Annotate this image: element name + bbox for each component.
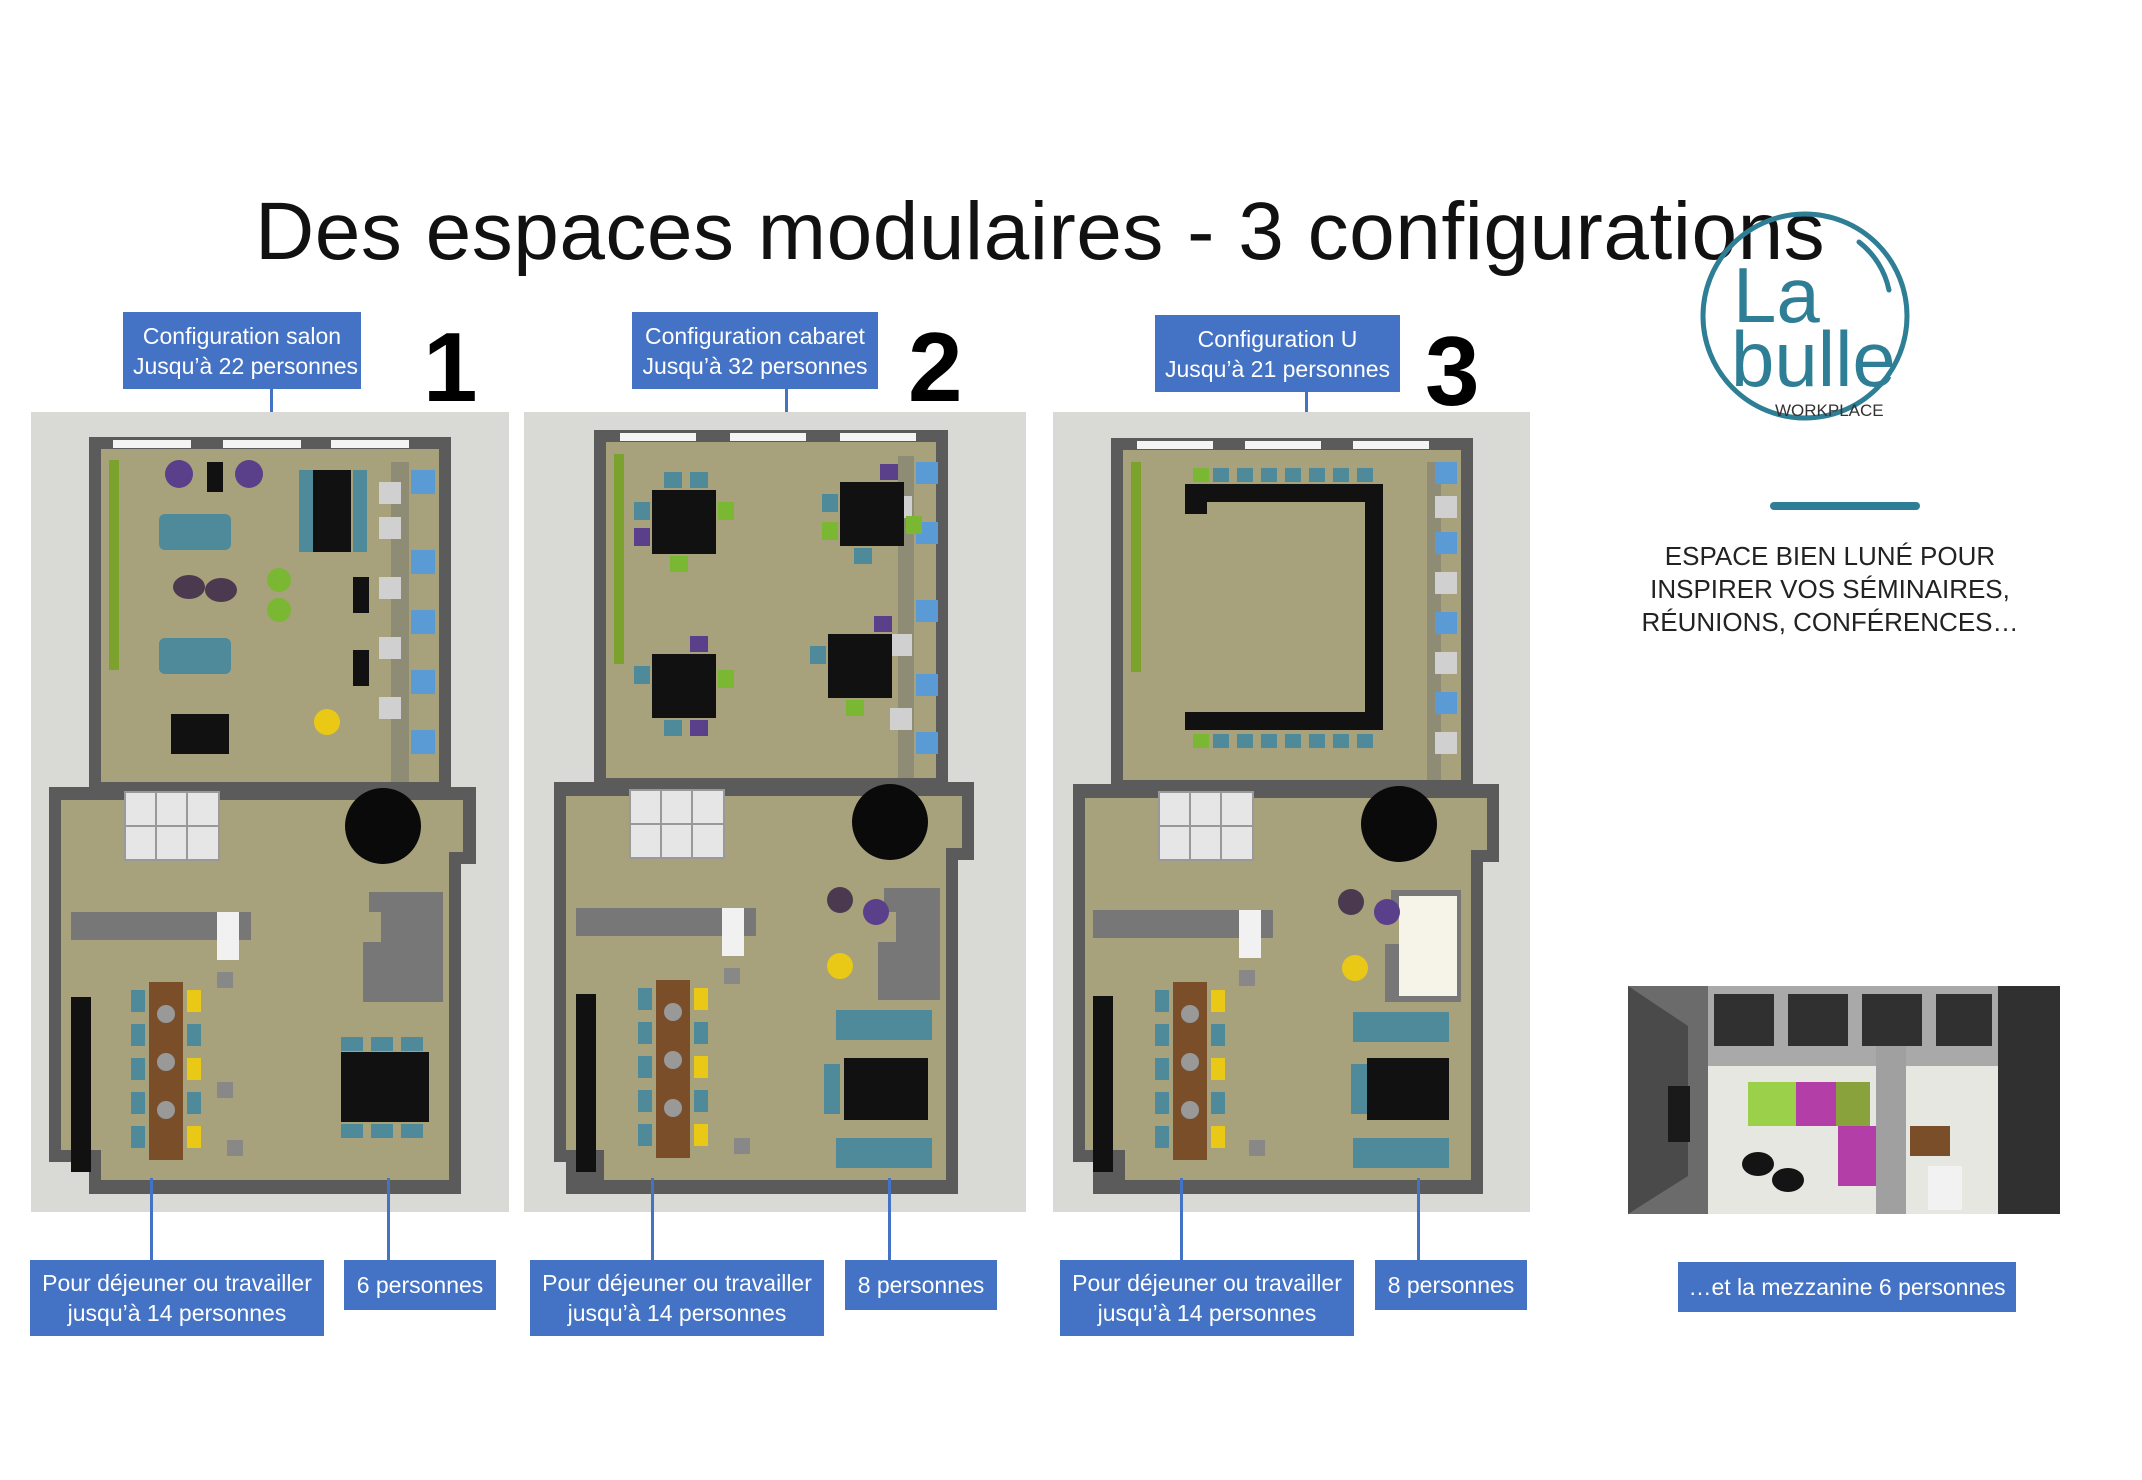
config-1-dining-label: Pour déjeuner ou travailler jusqu’à 14 p…	[30, 1260, 324, 1336]
config-2-dining-label: Pour déjeuner ou travailler jusqu’à 14 p…	[530, 1260, 824, 1336]
config-3-connector-bottom-right	[1417, 1178, 1420, 1260]
config-2-number: 2	[908, 312, 963, 422]
floor-plan-3	[1053, 412, 1530, 1212]
config-3-dining-line1: Pour déjeuner ou travailler	[1072, 1270, 1342, 1296]
mezzanine-label: …et la mezzanine 6 personnes	[1678, 1262, 2016, 1312]
config-2-label-line1: Configuration cabaret	[645, 322, 865, 349]
config-2-label-line2: Jusqu’à 32 personnes	[642, 352, 868, 379]
mezzanine-render	[1628, 986, 2060, 1214]
config-3-meeting-label: 8 personnes	[1375, 1260, 1527, 1310]
config-3-meeting-text: 8 personnes	[1387, 1272, 1515, 1298]
logo-underline	[1770, 502, 1920, 510]
config-1-meeting-label: 6 personnes	[344, 1260, 496, 1310]
config-2-connector-bottom-left	[651, 1178, 654, 1260]
config-3-dining-line2: jusqu’à 14 personnes	[1097, 1300, 1317, 1326]
config-2-meeting-text: 8 personnes	[857, 1272, 985, 1298]
config-2-label: Configuration cabaret Jusqu’à 32 personn…	[632, 312, 878, 389]
config-1-label-line1: Configuration salon	[142, 322, 342, 349]
floor-plan-2	[524, 412, 1026, 1212]
config-1-dining-line2: jusqu’à 14 personnes	[67, 1300, 287, 1326]
page-title: Des espaces modulaires - 3 configuration…	[255, 186, 1826, 277]
config-2-dining-line1: Pour déjeuner ou travailler	[542, 1270, 812, 1296]
mezzanine-label-text: …et la mezzanine 6 personnes	[1688, 1274, 2006, 1300]
floor-plan-1-drawing	[49, 437, 476, 1194]
logo-line2: bulle	[1731, 315, 1896, 403]
config-1-number: 1	[423, 312, 478, 422]
config-3-label-line2: Jusqu’à 21 personnes	[1165, 355, 1391, 382]
config-3-label: Configuration U Jusqu’à 21 personnes	[1155, 315, 1400, 392]
config-2-connector-bottom-right	[888, 1178, 891, 1260]
floor-plan-1	[31, 412, 509, 1212]
config-1-label-line2: Jusqu’à 22 personnes	[133, 352, 359, 379]
logo-line1: La	[1733, 251, 1820, 339]
floor-plan-2-drawing	[554, 430, 974, 1194]
tagline-line2: INSPIRER VOS SÉMINAIRES,	[1650, 574, 2010, 604]
logo-line3: WORKPLACE	[1775, 401, 1884, 420]
config-3-label-line1: Configuration U	[1197, 325, 1358, 352]
la-bulle-logo: La bulle WORKPLACE	[1693, 204, 1917, 428]
config-3-number: 3	[1425, 316, 1480, 426]
config-3-connector-bottom-left	[1180, 1178, 1183, 1260]
tagline-line1: ESPACE BIEN LUNÉ POUR	[1664, 541, 1996, 571]
config-1-dining-line1: Pour déjeuner ou travailler	[42, 1270, 312, 1296]
config-1-connector-bottom-left	[150, 1178, 153, 1260]
config-1-connector-bottom-right	[387, 1178, 390, 1260]
logo-circle-icon: La bulle WORKPLACE	[1700, 211, 1910, 421]
tagline: ESPACE BIEN LUNÉ POUR INSPIRER VOS SÉMIN…	[1640, 540, 2020, 639]
floor-plan-3-drawing	[1073, 438, 1499, 1194]
config-1-meeting-text: 6 personnes	[356, 1272, 484, 1298]
config-3-dining-label: Pour déjeuner ou travailler jusqu’à 14 p…	[1060, 1260, 1354, 1336]
config-1-label: Configuration salon Jusqu’à 22 personnes	[123, 312, 361, 389]
config-2-meeting-label: 8 personnes	[845, 1260, 997, 1310]
mezzanine-3d-view	[1628, 986, 2060, 1214]
config-2-dining-line2: jusqu’à 14 personnes	[567, 1300, 787, 1326]
tagline-line3: RÉUNIONS, CONFÉRENCES…	[1641, 607, 2019, 637]
